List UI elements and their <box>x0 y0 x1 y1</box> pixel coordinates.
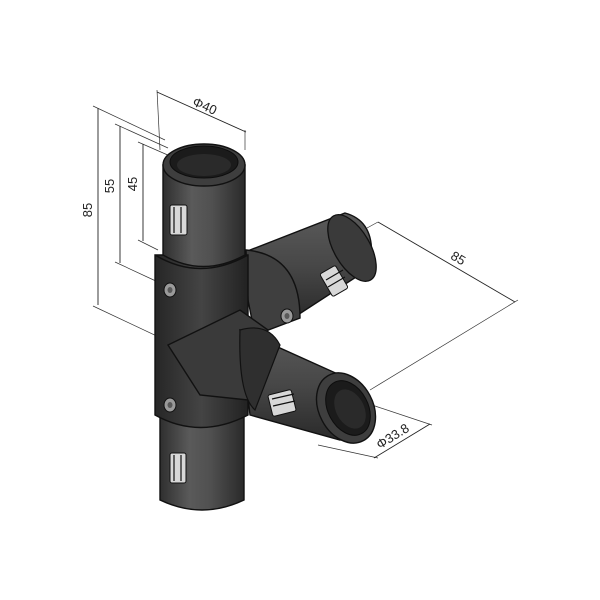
dim-mid-height-label: 55 <box>102 179 117 193</box>
front-branch-clip <box>267 389 297 417</box>
front-branch-tube <box>166 309 377 444</box>
body-screw-top <box>163 282 177 298</box>
dim-top-height-label: 45 <box>125 177 140 191</box>
dim-branch-length-label: 85 <box>448 248 468 268</box>
dim-overall-height-label: 85 <box>80 203 95 217</box>
top-clip <box>169 204 188 236</box>
dim-end-diameter-label: Φ33.8 <box>374 420 412 452</box>
dimension-lines <box>92 89 519 459</box>
body-screw-bottom <box>163 397 177 413</box>
top-tube <box>162 143 246 268</box>
bottom-tube <box>159 409 245 511</box>
hub-screw-right <box>280 308 294 324</box>
bottom-clip <box>169 452 187 484</box>
back-hub <box>245 249 301 336</box>
back-branch-clip <box>319 265 349 297</box>
dim-top-diameter-label: Φ40 <box>190 94 219 118</box>
